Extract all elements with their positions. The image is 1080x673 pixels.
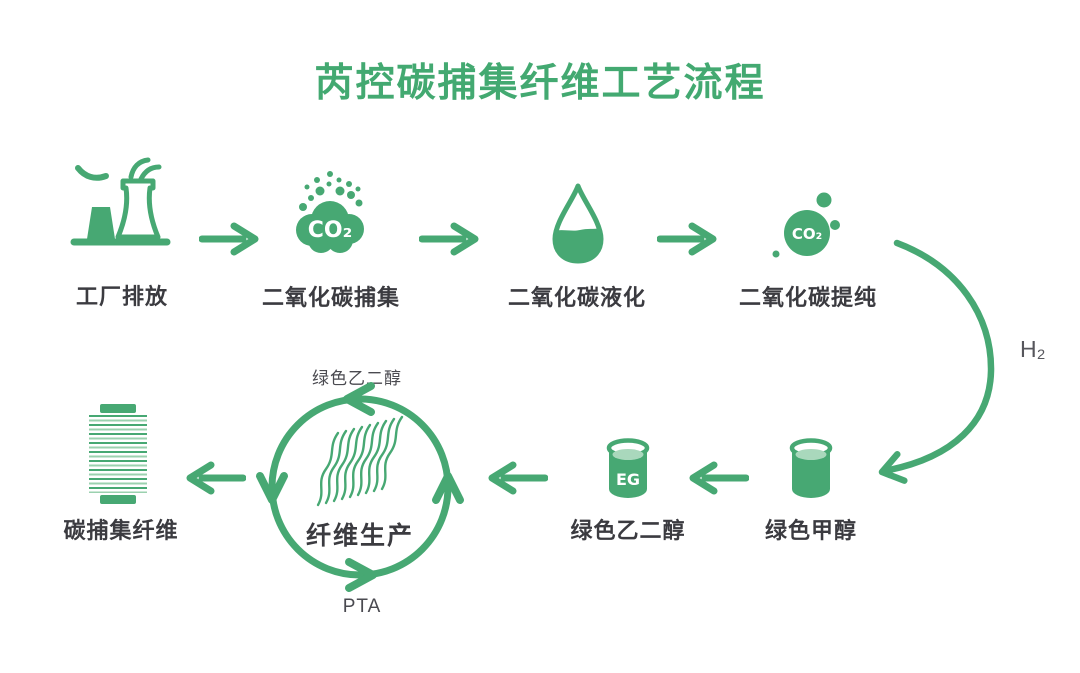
flow-arrow-right-icon [419,222,479,256]
co2-cloud-icon: CO₂ [296,171,364,253]
stage-label-fiber-production: 纤维生产 [305,522,415,550]
eg-barrel-icon: EG [606,438,650,498]
spool-cap-top [100,404,136,413]
flow-arrow-left-icon [488,461,548,495]
stage-label-methanol: 绿色甲醇 [764,518,858,543]
fiber-strands-icon [316,415,404,507]
co2-text: CO₂ [308,218,352,243]
stage-label-eg: 绿色乙二醇 [570,518,686,543]
spool-body [89,415,147,493]
page-title: 芮控碳捕集纤维工艺流程 [314,62,766,105]
stage-label-capture: 二氧化碳捕集 [261,285,401,310]
eg-text: EG [616,470,640,489]
cycle-top-input-label: 绿色乙二醇 [312,369,402,388]
flow-arrow-left-icon [186,461,246,495]
co2-bubbles-icon: CO₂ [772,192,840,258]
cycle-bottom-input-label: PTA [342,596,382,617]
h2-label: H₂ [1020,336,1046,362]
flow-arrow-left-icon [689,461,749,495]
h2-curved-arrow-icon [878,239,995,484]
stage-label-carbon-fiber: 碳捕集纤维 [63,518,179,543]
droplet-icon [552,183,604,264]
fiber-cycle-icon [256,382,464,592]
stage-label-liquefaction: 二氧化碳液化 [507,285,647,310]
flow-arrow-right-icon [657,222,717,256]
methanol-barrel-icon [789,438,833,498]
stage-label-factory: 工厂排放 [75,284,169,309]
factory-icon [70,157,171,246]
stage-label-purification: 二氧化碳提纯 [738,285,878,310]
co2-text: CO₂ [792,225,822,243]
spool-cap-bottom [100,495,136,504]
fiber-spool-icon [89,404,147,504]
flow-arrow-right-icon [199,222,259,256]
